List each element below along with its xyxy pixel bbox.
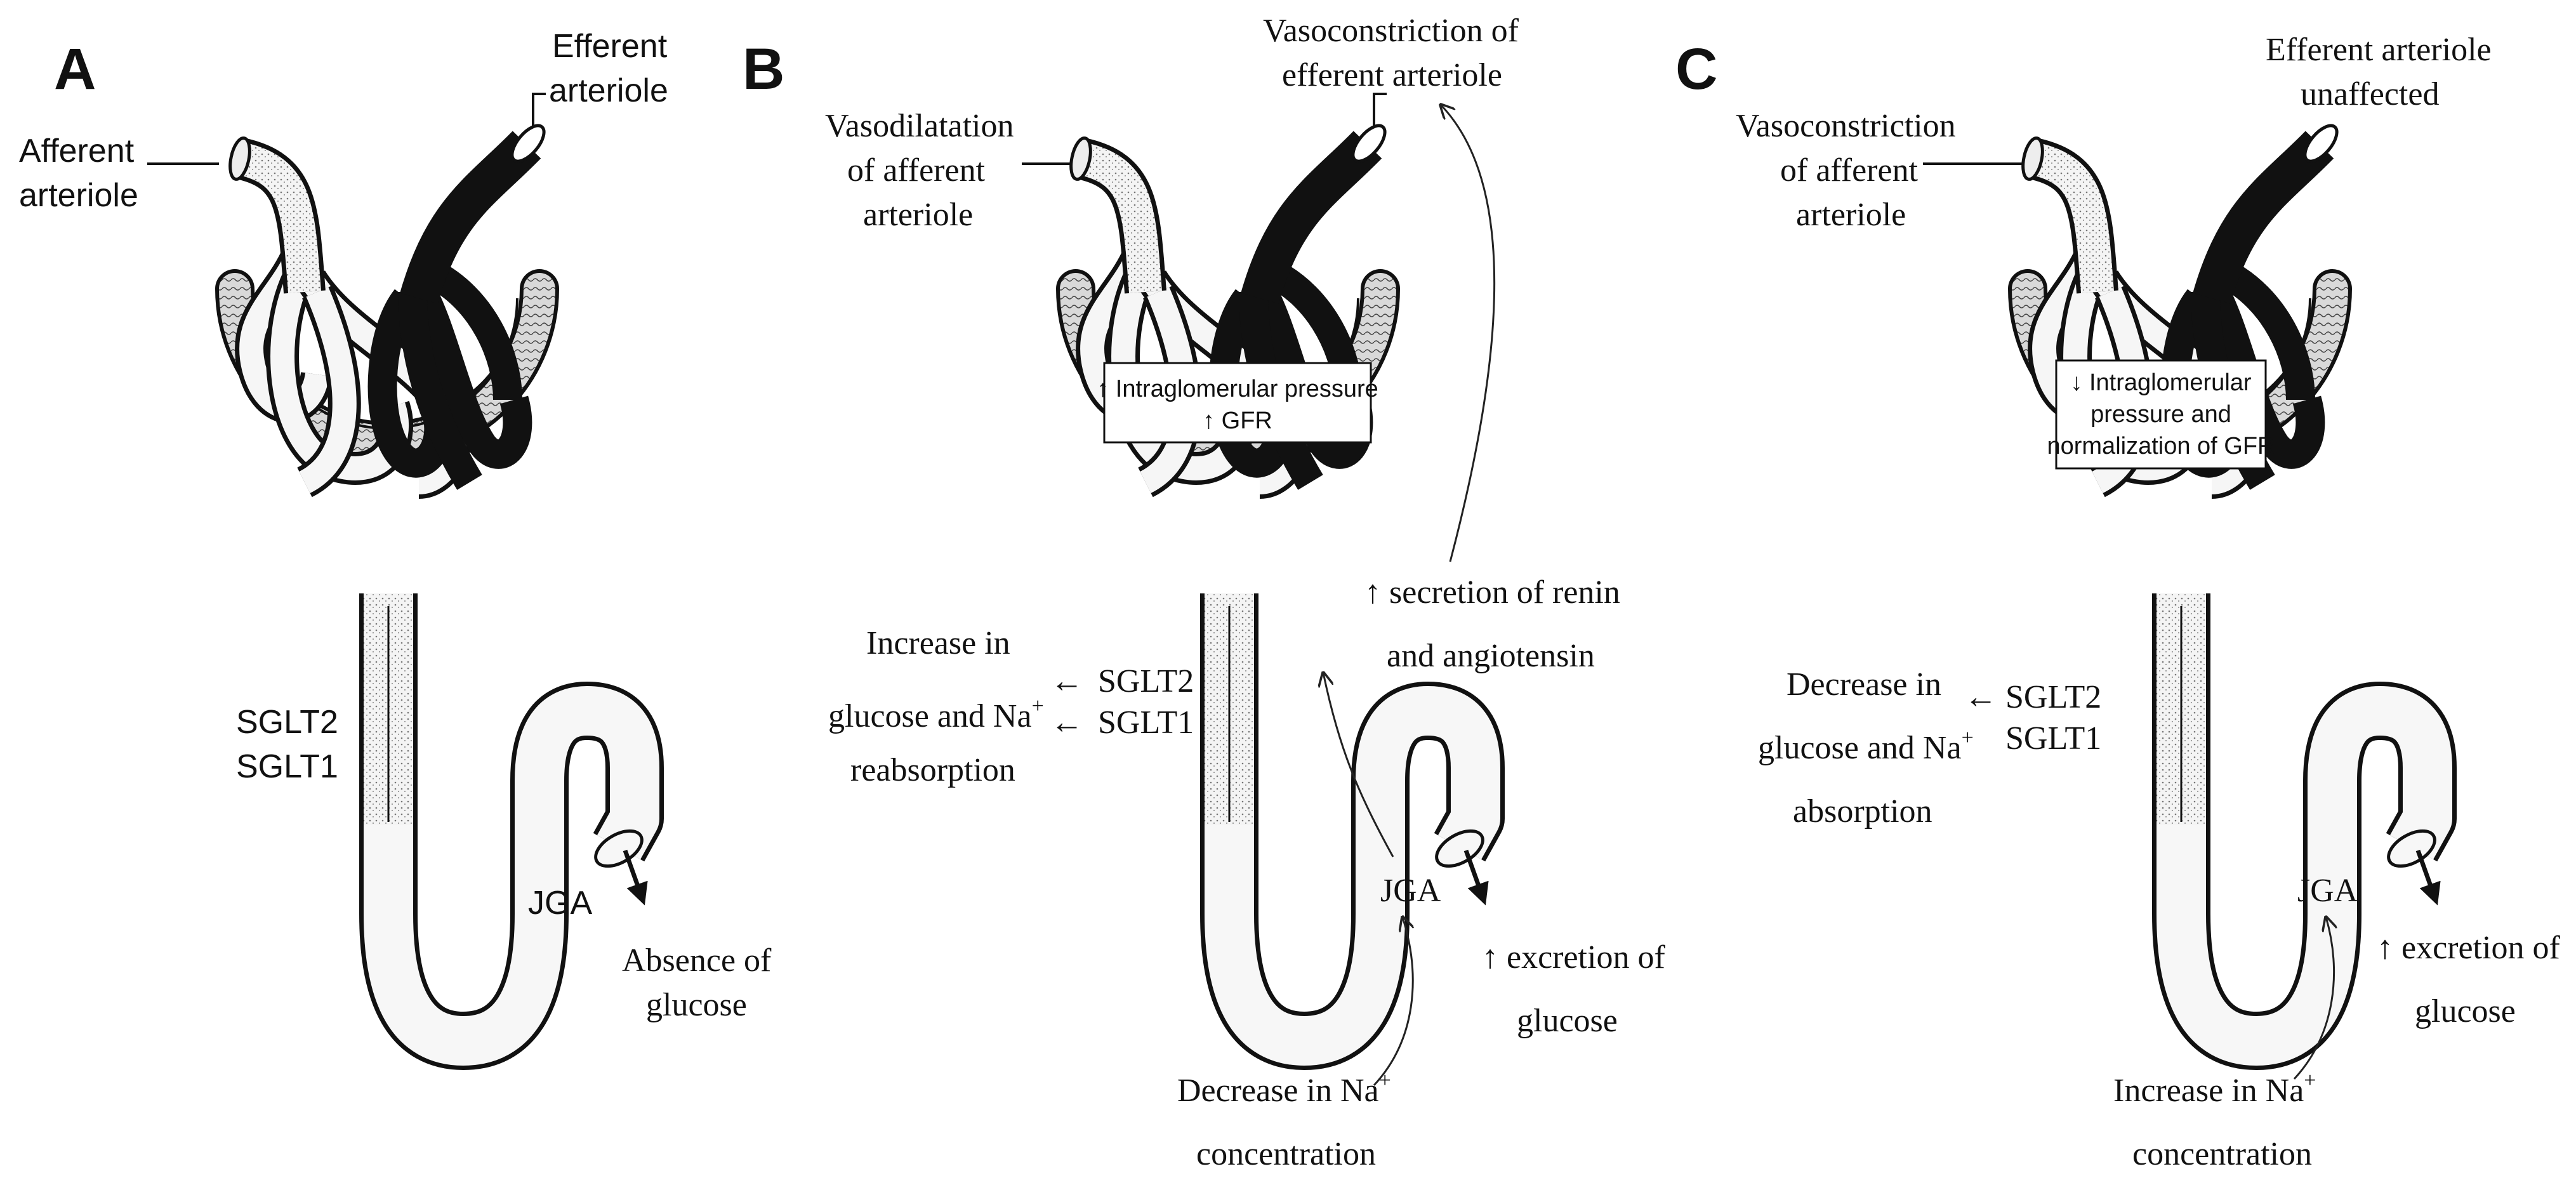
panel-a-efferent-label-2: arteriole bbox=[549, 72, 668, 109]
panel-b-reabsorption-3: reabsorption bbox=[850, 752, 1015, 788]
panel-b-renin-1: ↑ secretion of renin bbox=[1364, 574, 1620, 611]
panel-c-outcome-2: glucose bbox=[2415, 993, 2516, 1029]
panel-a-efferent-leader bbox=[532, 93, 546, 127]
panel-c-nephron bbox=[2019, 121, 2440, 1041]
panel-c-sodium-1: Increase in Na+ bbox=[2113, 1069, 2316, 1109]
panel-b-sglt2: SGLT2 bbox=[1098, 663, 1194, 699]
panel-c-sglt-arrow: ← bbox=[1964, 679, 1997, 715]
panel-c-afferent-label-3: arteriole bbox=[1796, 197, 1906, 233]
panel-b-sglt1-arrow: ← bbox=[1050, 704, 1083, 741]
panel-c-sodium-2: concentration bbox=[2132, 1136, 2312, 1172]
panel-a-outcome-1: Absence of bbox=[622, 942, 772, 979]
panel-b: B ↑ Intraglomerular pressure ↑ GFR Vasod… bbox=[743, 13, 1665, 1172]
panel-c-sglt2: SGLT2 bbox=[2005, 679, 2101, 715]
panel-a-outcome-2: glucose bbox=[646, 987, 747, 1023]
panel-b-afferent-label-2: of afferent bbox=[847, 152, 986, 188]
panel-b-sodium-arrow bbox=[1373, 917, 1413, 1087]
panel-b-efferent-leader bbox=[1373, 93, 1387, 127]
panel-c-outcome-1: ↑ excretion of bbox=[2377, 930, 2560, 966]
panel-b-pressure-box bbox=[1103, 362, 1372, 444]
panel-c-pressure-box bbox=[2055, 359, 2267, 470]
panel-a-jga: JGA bbox=[528, 885, 592, 922]
panel-b-renin-arrow bbox=[1441, 105, 1496, 562]
panel-b-letter: B bbox=[743, 37, 784, 102]
panel-b-renin-2: and angiotensin bbox=[1387, 638, 1595, 674]
panel-c-absorption-1: Decrease in bbox=[1787, 666, 1941, 703]
panel-c-afferent-label-1: Vasoconstriction bbox=[1736, 108, 1956, 144]
panel-b-outcome-1: ↑ excretion of bbox=[1482, 939, 1665, 975]
panel-c-sglt1: SGLT1 bbox=[2005, 720, 2101, 757]
panel-c-box-line-1: ↓ Intraglomerular bbox=[2070, 369, 2251, 396]
panel-b-jga-to-renin-arrow bbox=[1323, 673, 1394, 857]
panel-b-sodium-2: concentration bbox=[1196, 1136, 1376, 1172]
panel-b-efferent-label-1: Vasoconstriction of bbox=[1263, 13, 1519, 49]
panel-c-jga: JGA bbox=[2297, 873, 2358, 909]
panel-b-reabsorption-1: Increase in bbox=[866, 625, 1010, 661]
panel-b-outcome-2: glucose bbox=[1517, 1003, 1618, 1039]
panel-b-afferent-label-3: arteriole bbox=[863, 197, 973, 233]
panel-b-sodium-1: Decrease in Na+ bbox=[1177, 1069, 1391, 1109]
panel-c-efferent-label-1: Efferent arteriole bbox=[2266, 32, 2492, 68]
panel-a: A Afferent arteriole Efferent arteriole … bbox=[19, 28, 772, 1041]
panel-c-sodium-arrow bbox=[2293, 917, 2334, 1080]
panel-a-afferent-label-1: Afferent bbox=[19, 133, 135, 169]
panel-c-letter: C bbox=[1675, 37, 1717, 102]
panel-a-sglt2: SGLT2 bbox=[236, 704, 338, 741]
panel-b-afferent-label-1: Vasodilatation bbox=[825, 108, 1014, 144]
panel-c-absorption-3: absorption bbox=[1793, 793, 1932, 830]
panel-a-letter: A bbox=[54, 37, 96, 102]
panel-b-box-line-1: ↑ Intraglomerular pressure bbox=[1097, 376, 1378, 402]
panel-b-sglt2-arrow: ← bbox=[1050, 663, 1083, 699]
panel-c-box-line-3: normalization of GFR bbox=[2047, 433, 2275, 459]
panel-c-box-line-2: pressure and bbox=[2091, 401, 2231, 428]
panel-c-afferent-label-2: of afferent bbox=[1780, 152, 1919, 188]
panel-c: C ↓ Intraglomerular pressure and normali… bbox=[1675, 32, 2560, 1172]
panel-a-afferent-label-2: arteriole bbox=[19, 177, 138, 214]
panel-b-jga: JGA bbox=[1380, 873, 1441, 909]
panel-b-box-line-2: ↑ GFR bbox=[1203, 407, 1272, 434]
panel-b-reabsorption-2: glucose and Na+ bbox=[828, 694, 1044, 734]
panel-c-efferent-label-2: unaffected bbox=[2301, 76, 2439, 112]
panel-c-absorption-2: glucose and Na+ bbox=[1758, 726, 1974, 766]
panel-b-efferent-label-2: efferent arteriole bbox=[1282, 57, 1502, 93]
panel-b-sglt1: SGLT1 bbox=[1098, 704, 1194, 741]
panel-a-sglt1: SGLT1 bbox=[236, 748, 338, 785]
panel-a-efferent-label-1: Efferent bbox=[552, 28, 668, 65]
